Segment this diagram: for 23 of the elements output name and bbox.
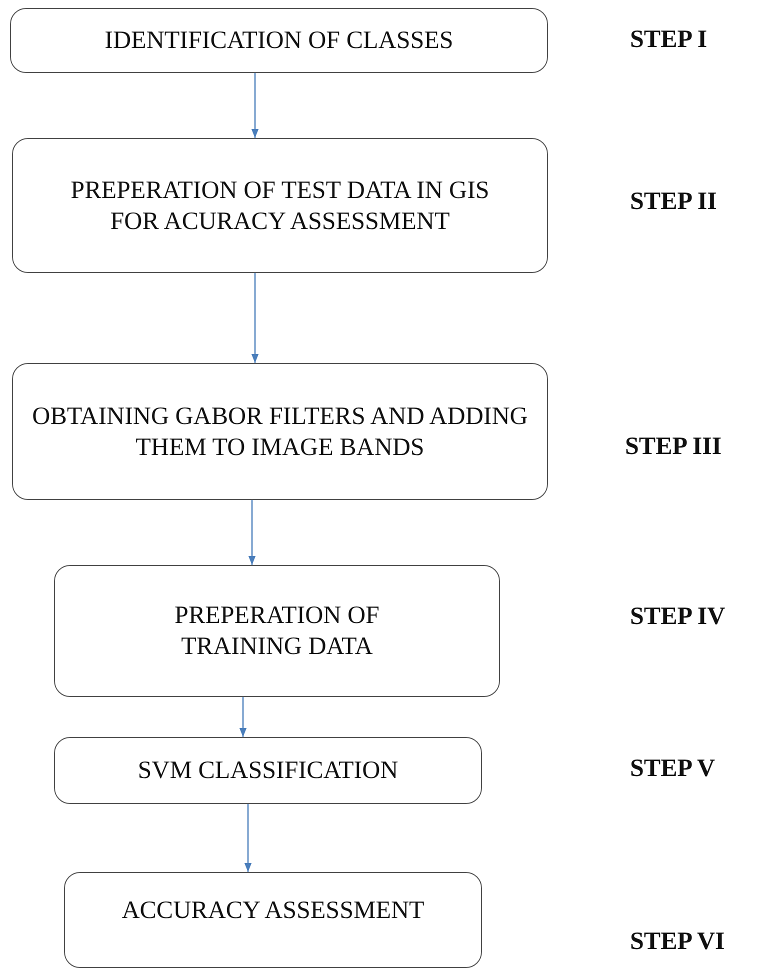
arrow bbox=[251, 73, 259, 138]
process-box bbox=[64, 872, 482, 968]
step-text: PREPERATION OF TRAINING DATA bbox=[174, 601, 380, 662]
arrow bbox=[251, 273, 259, 363]
step-text: PREPERATION OF TEST DATA IN GIS FOR ACURACY ASSESSMENT bbox=[70, 176, 490, 236]
process-box bbox=[54, 565, 500, 697]
step-label: STEP III bbox=[625, 433, 722, 461]
arrow bbox=[244, 804, 252, 872]
process-box bbox=[10, 8, 548, 73]
process-box bbox=[54, 737, 482, 804]
step-label: STEP VI bbox=[630, 928, 725, 956]
step-text: SVM CLASSIFICATION bbox=[138, 756, 398, 786]
step-text: ACCURACY ASSESSMENT bbox=[122, 896, 424, 926]
step-text: IDENTIFICATION OF CLASSES bbox=[104, 26, 454, 56]
step-label: STEP V bbox=[630, 755, 715, 783]
step-label: STEP I bbox=[630, 26, 708, 54]
arrow bbox=[248, 500, 256, 565]
process-box bbox=[12, 363, 548, 500]
step-label: STEP IV bbox=[630, 603, 726, 631]
step-label: STEP II bbox=[630, 188, 717, 216]
step-text: OBTAINING GABOR FILTERS AND ADDING THEM TO IMAGE BANDS bbox=[31, 402, 529, 462]
arrow bbox=[239, 697, 247, 737]
process-box bbox=[12, 138, 548, 273]
